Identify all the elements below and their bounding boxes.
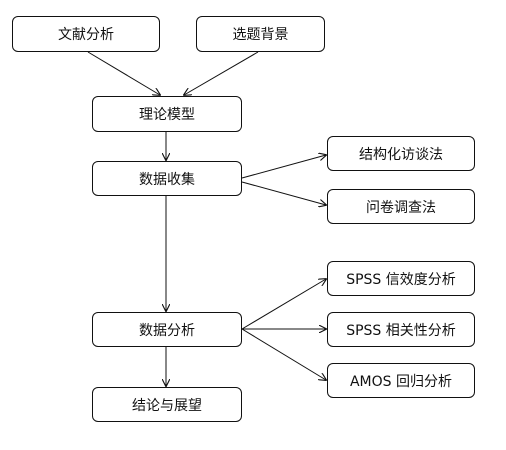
node-literature: 文献分析 [12,16,160,52]
arrow-literature-to-theory [87,51,160,95]
node-regression: AMOS 回归分析 [327,363,475,398]
arrow-analysis-to-regression [241,328,326,380]
node-conclusion: 结论与展望 [92,387,242,422]
node-interview: 结构化访谈法 [327,136,475,171]
node-collection: 数据收集 [92,161,242,196]
node-correlation: SPSS 相关性分析 [327,312,475,347]
arrow-collection-to-interview [241,155,326,179]
arrow-analysis-to-reliability [241,279,326,330]
node-background: 选题背景 [196,16,325,52]
arrow-collection-to-questionnaire [241,181,326,205]
arrow-background-to-theory [184,51,259,95]
node-questionnaire: 问卷调查法 [327,189,475,224]
node-reliability: SPSS 信效度分析 [327,261,475,296]
node-theory: 理论模型 [92,96,242,132]
node-analysis: 数据分析 [92,312,242,347]
